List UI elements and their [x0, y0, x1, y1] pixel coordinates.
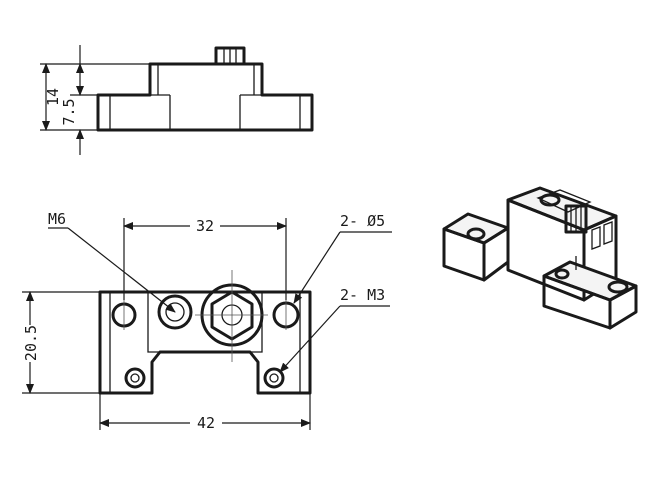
- dim-spacing: 32: [196, 217, 214, 235]
- label-thread-m6: M6: [48, 210, 66, 228]
- dim-depth: 20.5: [22, 325, 40, 361]
- label-screw-m3: 2- M3: [340, 286, 385, 304]
- label-hole-diameter: 2- Ø5: [340, 212, 385, 230]
- top-view: 32 42 20.5 M6 2- Ø5 2- M3: [22, 210, 392, 432]
- dim-width: 42: [197, 414, 215, 432]
- dim-height-total: 14: [44, 88, 62, 106]
- dim-height-base: 7.5: [60, 98, 78, 125]
- side-view: 14 7.5: [40, 45, 314, 155]
- isometric-view: [442, 186, 638, 330]
